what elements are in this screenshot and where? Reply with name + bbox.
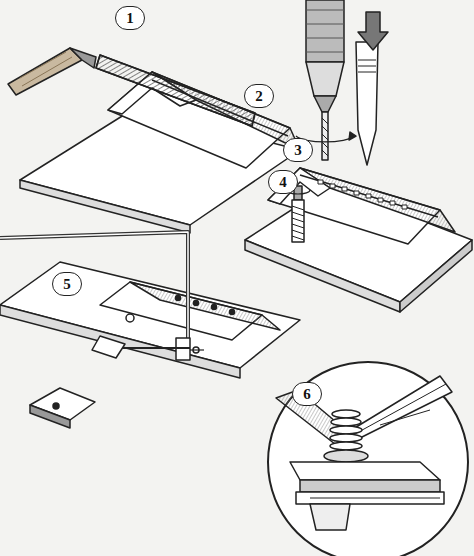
callout-number: 3 — [283, 138, 313, 162]
callout-number: 2 — [244, 84, 274, 108]
callout-number: 5 — [52, 272, 82, 296]
callout-number: 1 — [115, 6, 145, 30]
callout-number: 4 — [268, 170, 298, 194]
callout-number: 6 — [292, 382, 322, 406]
